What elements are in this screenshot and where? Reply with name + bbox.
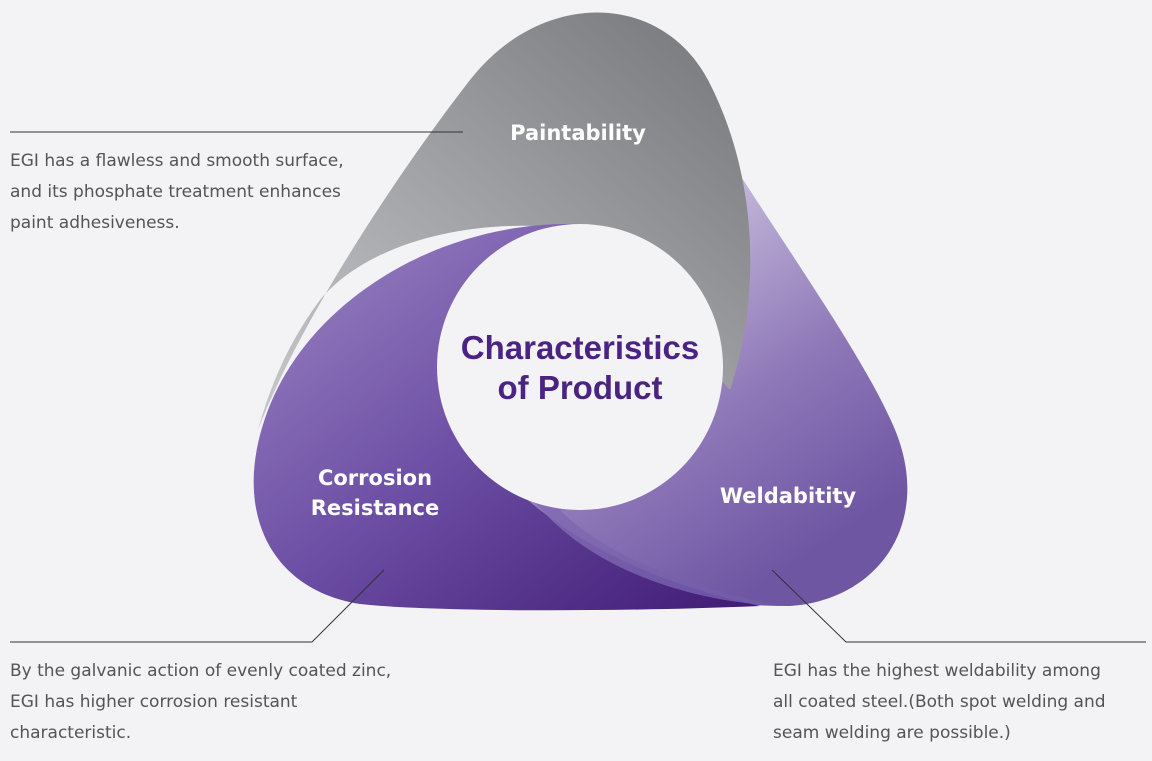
paintability-lobe: [258, 12, 751, 430]
center-title: Characteristics of Product: [460, 329, 700, 406]
weldability-label: Weldabitity: [719, 484, 857, 508]
corrosion-lobe: [253, 223, 760, 611]
center-circle: [437, 224, 723, 510]
paintability-description: EGI has a flawless and smooth surface, a…: [10, 151, 344, 233]
weldability-leader-line: [771, 569, 1146, 643]
corrosion-leader-line: [10, 569, 385, 643]
corrosion-resistance-description: By the galvanic action of evenly coated …: [10, 661, 392, 743]
paintability-label: Paintability: [510, 121, 646, 145]
corrosion-resistance-label: Corrosion Resistance: [310, 466, 440, 520]
weldability-description: EGI has the highest weldability among al…: [773, 661, 1106, 743]
